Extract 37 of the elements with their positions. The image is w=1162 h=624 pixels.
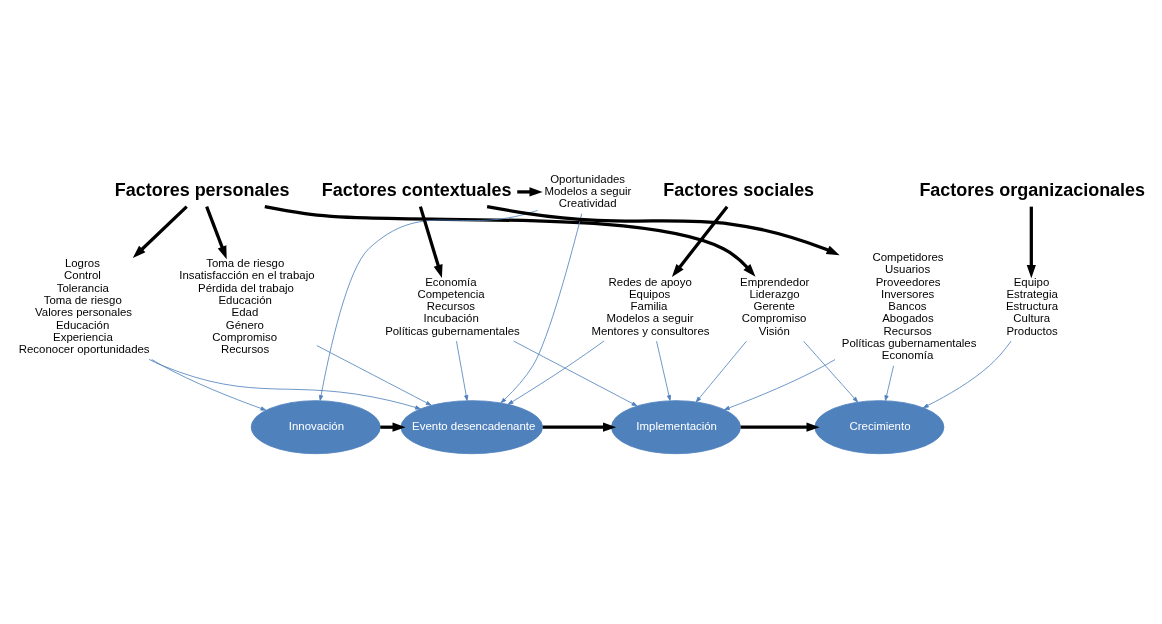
arrow [205,206,227,260]
node-text: Equipo Estrategia Estructura Cultura Productos [1005,275,1059,337]
arrow [513,340,638,407]
arrow [542,422,617,432]
arrow [740,422,820,432]
arrow [500,213,583,404]
arrow [695,340,747,403]
arrow [486,205,840,256]
node-text: Factores personales [114,179,290,200]
node-text: Factores sociales [663,179,815,200]
node-text: Logros Control Tolerancia Toma de riesgo Valores personales Educación Experiencia Reconocer oportunidades [18,257,150,356]
arrow [456,340,469,401]
arrow [264,205,756,277]
arrow [884,365,894,401]
node-text: Factores organizacionales [919,179,1146,200]
arrow [656,340,672,401]
arrow [507,340,605,405]
arrow [132,205,188,258]
arrow [922,340,1012,409]
arrow [151,359,267,411]
node-text: Oportunidades Modelos a seguir Creatividad [544,172,632,210]
node-text: Economía Competencia Recursos Incubación Políticas gubernamentales [385,275,520,337]
arrow [1026,206,1036,279]
node-ellipse: Innovación [250,400,381,455]
arrow [148,359,421,410]
node-text: Emprendedor Liderazgo Gerente Compromiso Visión [740,275,810,337]
node-text: Toma de riesgo Insatisfacción en el trabajo Pérdida del trabajo Educación Edad Género Compromiso Recursos [179,257,315,356]
arrow [671,205,729,278]
arrow [418,206,443,278]
arrow [724,359,836,411]
arrow [318,210,538,401]
node-text: Factores contextuales [321,179,512,200]
node-text: Redes de apoyo Equipos Familia Modelos a seguir Mentores y consultores [591,275,710,337]
arrow [316,345,432,406]
arrow [517,187,543,197]
arrow [803,340,859,403]
node-text: Competidores Usuarios Proveedores Inversores Bancos Abogados Recursos Políticas gubernamentales Economía [841,251,977,362]
